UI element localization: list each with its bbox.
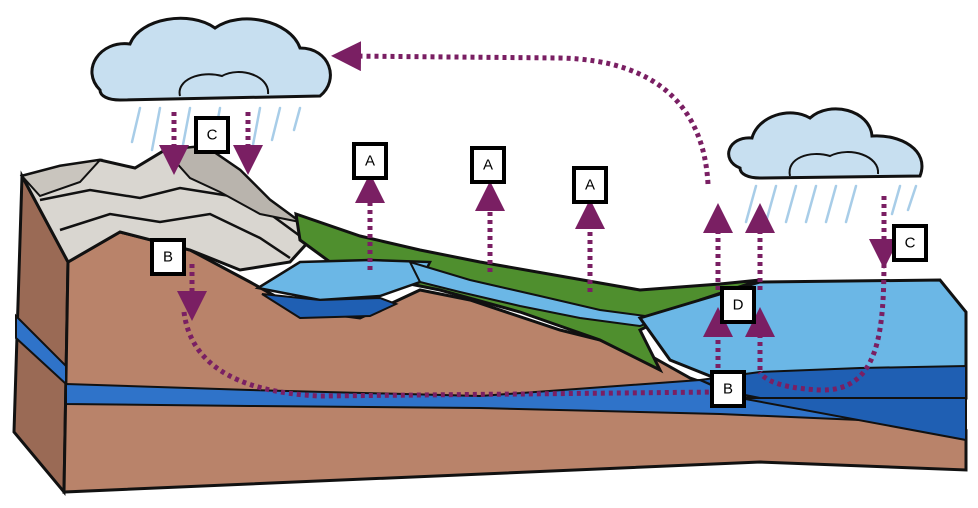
lake-deep [261, 293, 399, 320]
raindrop [150, 106, 162, 152]
raindrop [764, 184, 778, 224]
arrow-ocean-loop [757, 255, 887, 393]
mountains [19, 144, 312, 272]
raindrop [270, 106, 282, 142]
arrow-groundwater-flow [181, 311, 721, 399]
mountain-peak-left [20, 158, 103, 198]
river [408, 260, 664, 328]
arrow-cloud-transport [331, 41, 711, 185]
label-text: D [733, 297, 744, 314]
cloud-left-inner [178, 71, 270, 97]
label-text: C [207, 127, 218, 144]
lake-surface [254, 258, 432, 302]
label-evap-river: A [470, 146, 506, 184]
raindrop [250, 106, 262, 152]
raindrop [784, 184, 798, 224]
label-text: B [163, 249, 173, 266]
label-text: A [483, 157, 493, 174]
label-text: C [905, 235, 916, 252]
letter-labels: C A A A B D B C [150, 116, 928, 408]
raindrop [824, 184, 838, 224]
label-groundwater-outflow: B [710, 370, 746, 408]
mountain-ridge-2 [59, 212, 291, 260]
raindrop [844, 184, 858, 224]
label-precip-ocean: C [892, 224, 928, 262]
raindrop [292, 106, 302, 132]
label-text: A [585, 177, 595, 194]
rain-right [744, 184, 918, 224]
label-text: A [365, 153, 375, 170]
label-text: B [723, 381, 733, 398]
ocean-deep-shelf [739, 397, 967, 442]
label-evap-lake: A [352, 142, 388, 180]
label-infiltration: B [150, 238, 186, 276]
label-evap-land: A [572, 166, 608, 204]
raindrop [130, 106, 142, 144]
raindrop [906, 184, 918, 212]
raindrop [744, 184, 758, 224]
cloud-right-shape [727, 107, 924, 180]
label-precip-mountain: C [194, 116, 230, 154]
raindrop [180, 106, 192, 152]
label-ocean-evaporation: D [720, 286, 756, 324]
lake [254, 258, 432, 320]
raindrop [890, 184, 902, 216]
cloud-right [727, 107, 924, 180]
raindrop [804, 184, 818, 224]
cloud-left [90, 16, 332, 102]
ground-block [12, 170, 968, 497]
cloud-right-inner [788, 151, 880, 177]
process-arrows [159, 41, 899, 399]
cloud-left-shape [90, 16, 332, 102]
